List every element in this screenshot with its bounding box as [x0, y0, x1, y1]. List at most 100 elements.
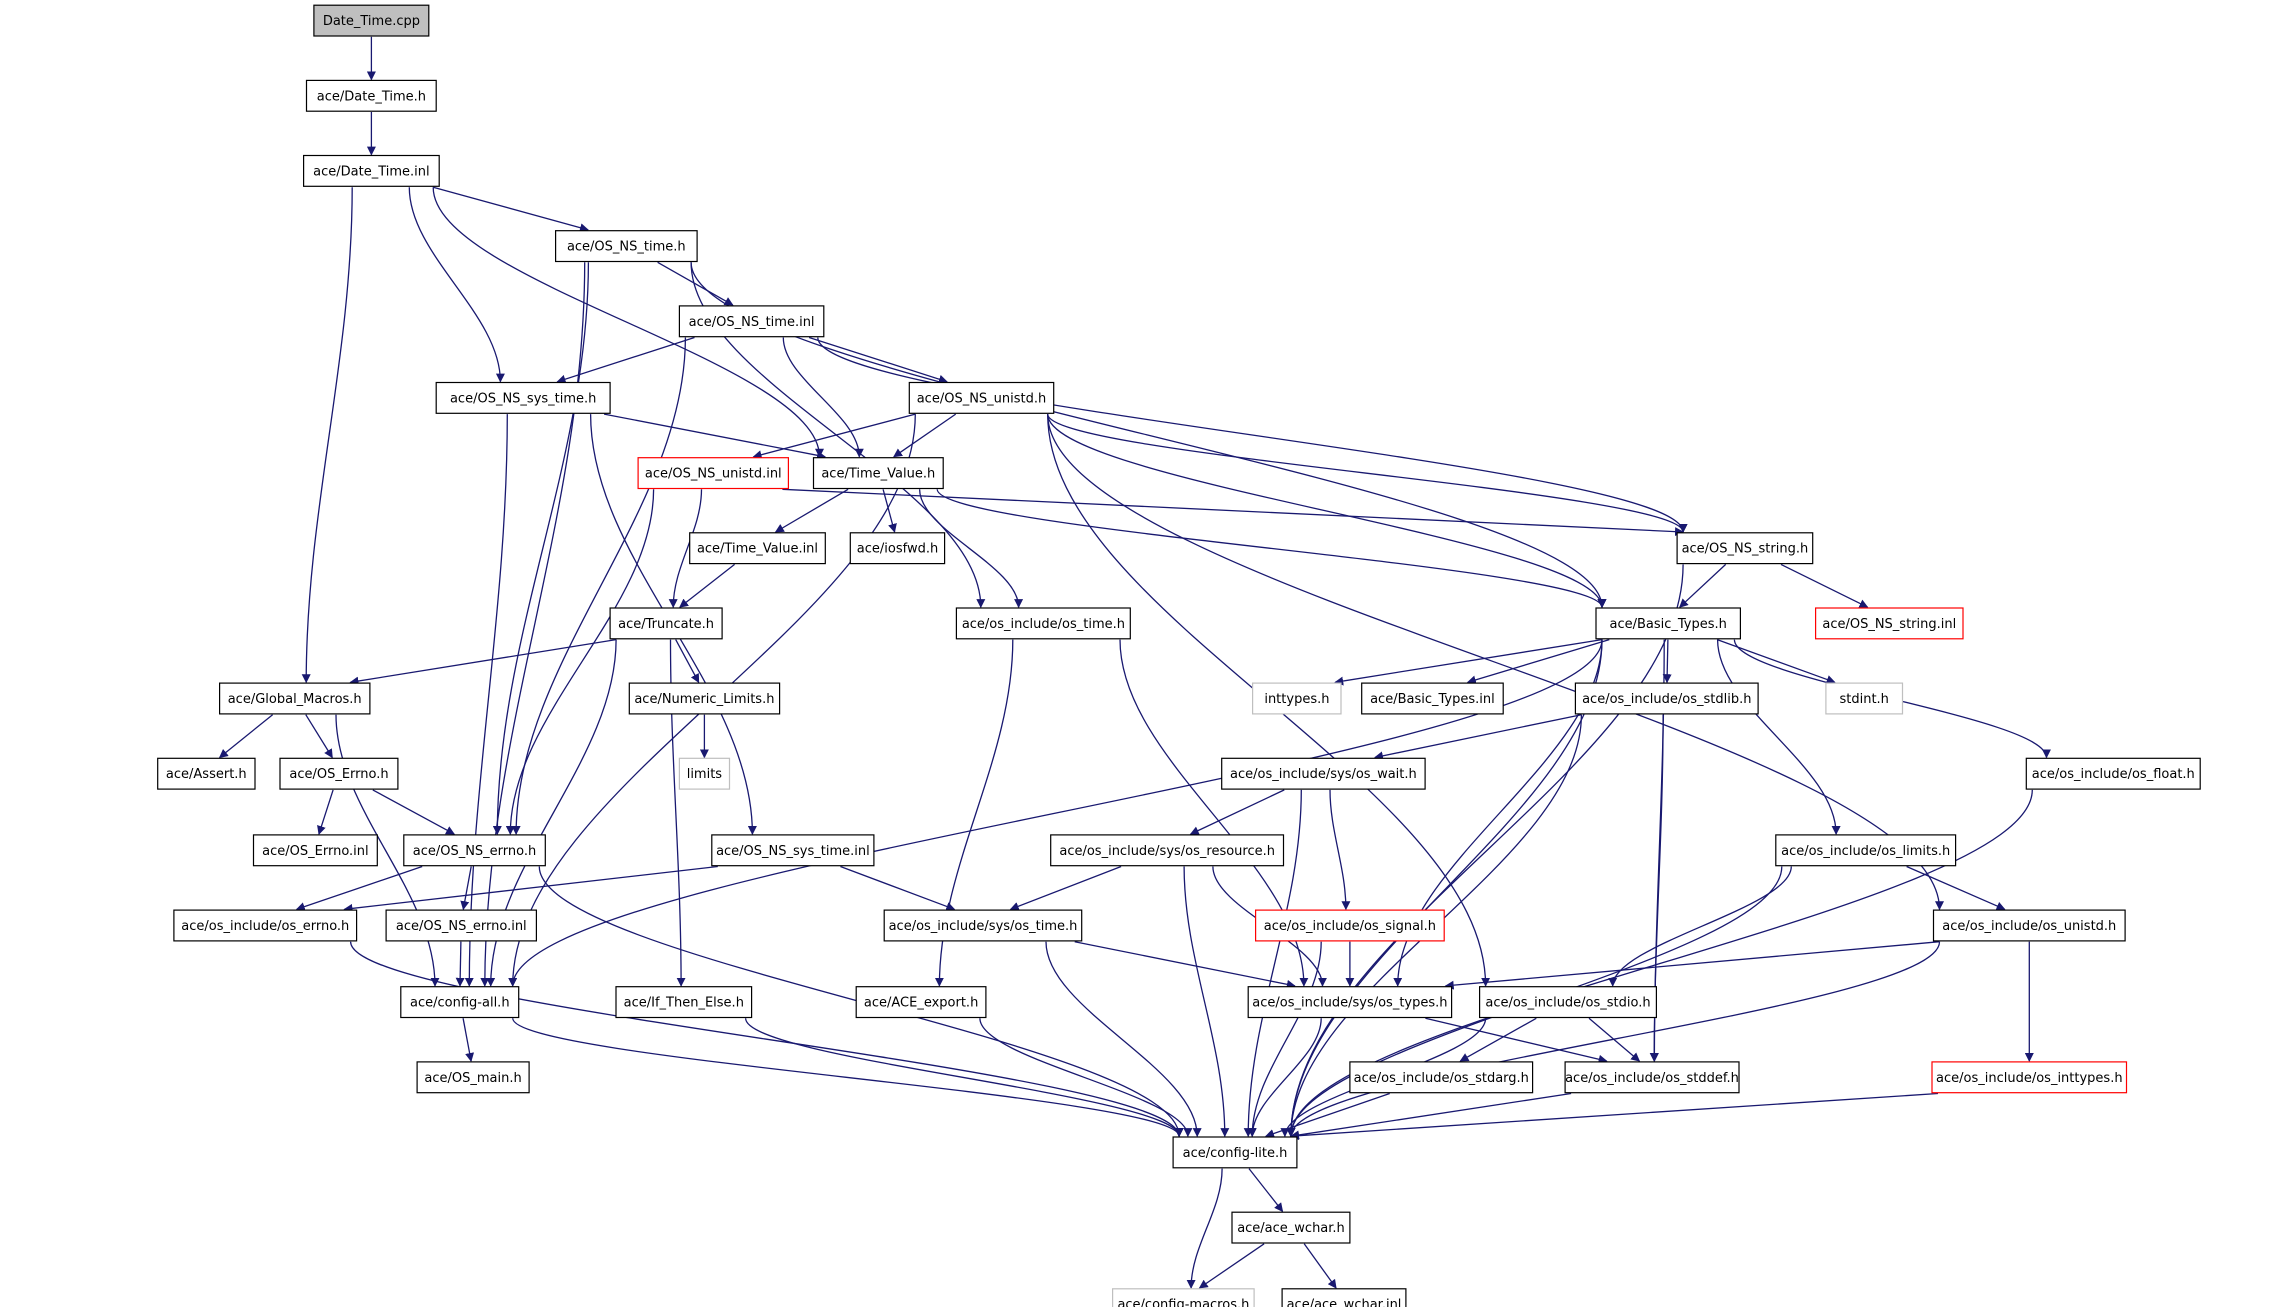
- graph-node[interactable]: ace/ace_wchar.h: [1231, 1211, 1351, 1244]
- graph-node[interactable]: ace/Numeric_Limits.h: [628, 682, 781, 715]
- graph-node[interactable]: ace/os_include/os_stdlib.h: [1574, 682, 1759, 715]
- dependency-edge: [668, 489, 703, 609]
- node-label: ace/os_include/os_limits.h: [1781, 844, 1950, 859]
- graph-node[interactable]: ace/os_include/os_stddef.h: [1564, 1061, 1740, 1094]
- graph-node[interactable]: ace/os_include/sys/os_resource.h: [1050, 834, 1285, 867]
- graph-node[interactable]: ace/OS_Errno.h: [279, 757, 399, 790]
- dependency-edge: [462, 1018, 475, 1062]
- graph-node[interactable]: ace/OS_NS_sys_time.inl: [711, 834, 875, 867]
- graph-node[interactable]: ace/os_include/os_stdio.h: [1478, 986, 1657, 1019]
- node-box: [1231, 1211, 1351, 1244]
- node-label: ace/Time_Value.inl: [697, 542, 818, 557]
- dependency-edge: [512, 1018, 1184, 1138]
- graph-node: inttypes.h: [1251, 682, 1342, 715]
- graph-node[interactable]: ace/OS_Errno.inl: [252, 834, 378, 867]
- node-box: [1564, 1061, 1740, 1094]
- node-box: [812, 457, 944, 490]
- node-box: [689, 532, 826, 565]
- node-label: ace/os_include/os_signal.h: [1264, 919, 1436, 934]
- node-box: [1247, 986, 1453, 1019]
- dependency-edge: [317, 789, 334, 835]
- graph-node[interactable]: ace/os_include/os_limits.h: [1775, 834, 1957, 867]
- dependency-edge: [918, 489, 1024, 609]
- graph-node[interactable]: ace/OS_NS_unistd.h: [908, 381, 1055, 414]
- node-box: [305, 79, 437, 112]
- node-label: ace/OS_NS_unistd.inl: [645, 467, 782, 482]
- dependency-edge: [1334, 638, 1603, 686]
- graph-node[interactable]: ace/os_include/sys/os_types.h: [1247, 986, 1453, 1019]
- graph-node[interactable]: ace/Time_Value.h: [812, 457, 944, 490]
- node-label: ace/os_include/sys/os_time.h: [889, 919, 1078, 934]
- dependency-edge: [1243, 789, 1302, 1138]
- graph-node[interactable]: ace/config-all.h: [400, 986, 520, 1019]
- graph-node[interactable]: ace/OS_NS_string.h: [1676, 532, 1814, 565]
- graph-node[interactable]: ace/ACE_export.h: [855, 986, 987, 1019]
- node-label: ace/os_include/os_time.h: [962, 617, 1125, 632]
- node-label: ace/os_include/os_errno.h: [181, 919, 349, 934]
- node-box: [403, 834, 546, 867]
- graph-node[interactable]: ace/os_include/os_signal.h: [1254, 909, 1445, 942]
- node-box: [2025, 757, 2201, 790]
- graph-node[interactable]: ace/OS_NS_time.h: [554, 230, 698, 263]
- node-label: ace/OS_NS_string.inl: [1822, 617, 1956, 632]
- dependency-edge: [808, 336, 948, 384]
- graph-node[interactable]: ace/os_include/os_errno.h: [173, 909, 358, 942]
- graph-node[interactable]: ace/Basic_Types.h: [1595, 607, 1741, 640]
- graph-node[interactable]: ace/Basic_Types.inl: [1361, 682, 1504, 715]
- dependency-edge: [893, 413, 957, 458]
- graph-node[interactable]: ace/os_include/os_inttypes.h: [1931, 1061, 2128, 1094]
- graph-node[interactable]: ace/os_include/sys/os_wait.h: [1221, 757, 1426, 790]
- node-box: [908, 381, 1055, 414]
- graph-node[interactable]: ace/OS_NS_errno.inl: [385, 909, 538, 942]
- graph-node[interactable]: ace/Date_Time.inl: [303, 154, 440, 187]
- node-box: [385, 909, 538, 942]
- node-box: [416, 1061, 530, 1094]
- node-label: ace/OS_NS_time.inl: [689, 315, 815, 330]
- node-box: [1251, 682, 1342, 715]
- node-label: ace/os_include/os_stddef.h: [1565, 1071, 1739, 1086]
- node-box: [883, 909, 1083, 942]
- graph-node[interactable]: ace/ace_wchar.inl: [1281, 1288, 1407, 1307]
- graph-node[interactable]: ace/os_include/sys/os_time.h: [883, 909, 1083, 942]
- graph-node[interactable]: ace/os_include/os_stdarg.h: [1349, 1061, 1534, 1094]
- graph-node[interactable]: ace/os_include/os_time.h: [955, 607, 1131, 640]
- graph-node[interactable]: ace/If_Then_Else.h: [615, 986, 753, 1019]
- graph-node[interactable]: ace/OS_NS_unistd.inl: [637, 457, 789, 490]
- dependency-edge: [1716, 639, 1841, 835]
- node-label: ace/If_Then_Else.h: [624, 996, 744, 1011]
- graph-node: ace/config-macros.h: [1111, 1288, 1255, 1307]
- graph-node[interactable]: ace/OS_NS_sys_time.h: [435, 381, 611, 414]
- graph-node[interactable]: ace/OS_NS_errno.h: [403, 834, 546, 867]
- dependency-edge: [1186, 1168, 1223, 1289]
- dependency-edge: [301, 187, 353, 684]
- graph-node[interactable]: ace/OS_NS_time.inl: [678, 305, 825, 338]
- dependency-edge: [1247, 941, 1322, 1138]
- node-box: [1281, 1288, 1407, 1307]
- graph-node[interactable]: ace/OS_main.h: [416, 1061, 530, 1094]
- graph-node[interactable]: ace/config-lite.h: [1172, 1136, 1298, 1169]
- node-box: [678, 305, 825, 338]
- node-box: [1172, 1136, 1298, 1169]
- dependency-edge: [556, 336, 695, 384]
- node-box: [955, 607, 1131, 640]
- node-box: [609, 607, 723, 640]
- graph-node[interactable]: ace/Date_Time.h: [305, 79, 437, 112]
- node-label: Date_Time.cpp: [323, 14, 420, 29]
- graph-node[interactable]: ace/Global_Macros.h: [219, 682, 371, 715]
- dependency-edge: [782, 488, 1684, 537]
- dependency-edge: [690, 262, 1607, 609]
- graph-node[interactable]: ace/Time_Value.inl: [689, 532, 826, 565]
- node-label: ace/Numeric_Limits.h: [634, 692, 774, 707]
- graph-node[interactable]: ace/os_include/os_float.h: [2025, 757, 2201, 790]
- graph-node[interactable]: ace/OS_NS_string.inl: [1814, 607, 1964, 640]
- graph-node[interactable]: ace/Assert.h: [157, 757, 256, 790]
- dependency-edge: [1286, 789, 2033, 1138]
- dependency-edge: [752, 413, 916, 460]
- graph-node[interactable]: ace/os_include/os_unistd.h: [1932, 909, 2126, 942]
- node-box: [628, 682, 781, 715]
- graph-node[interactable]: ace/iosfwd.h: [849, 532, 946, 565]
- node-label: ace/OS_NS_time.h: [567, 240, 686, 255]
- node-box: [1111, 1288, 1255, 1307]
- node-box: [1050, 834, 1285, 867]
- graph-node[interactable]: ace/Truncate.h: [609, 607, 723, 640]
